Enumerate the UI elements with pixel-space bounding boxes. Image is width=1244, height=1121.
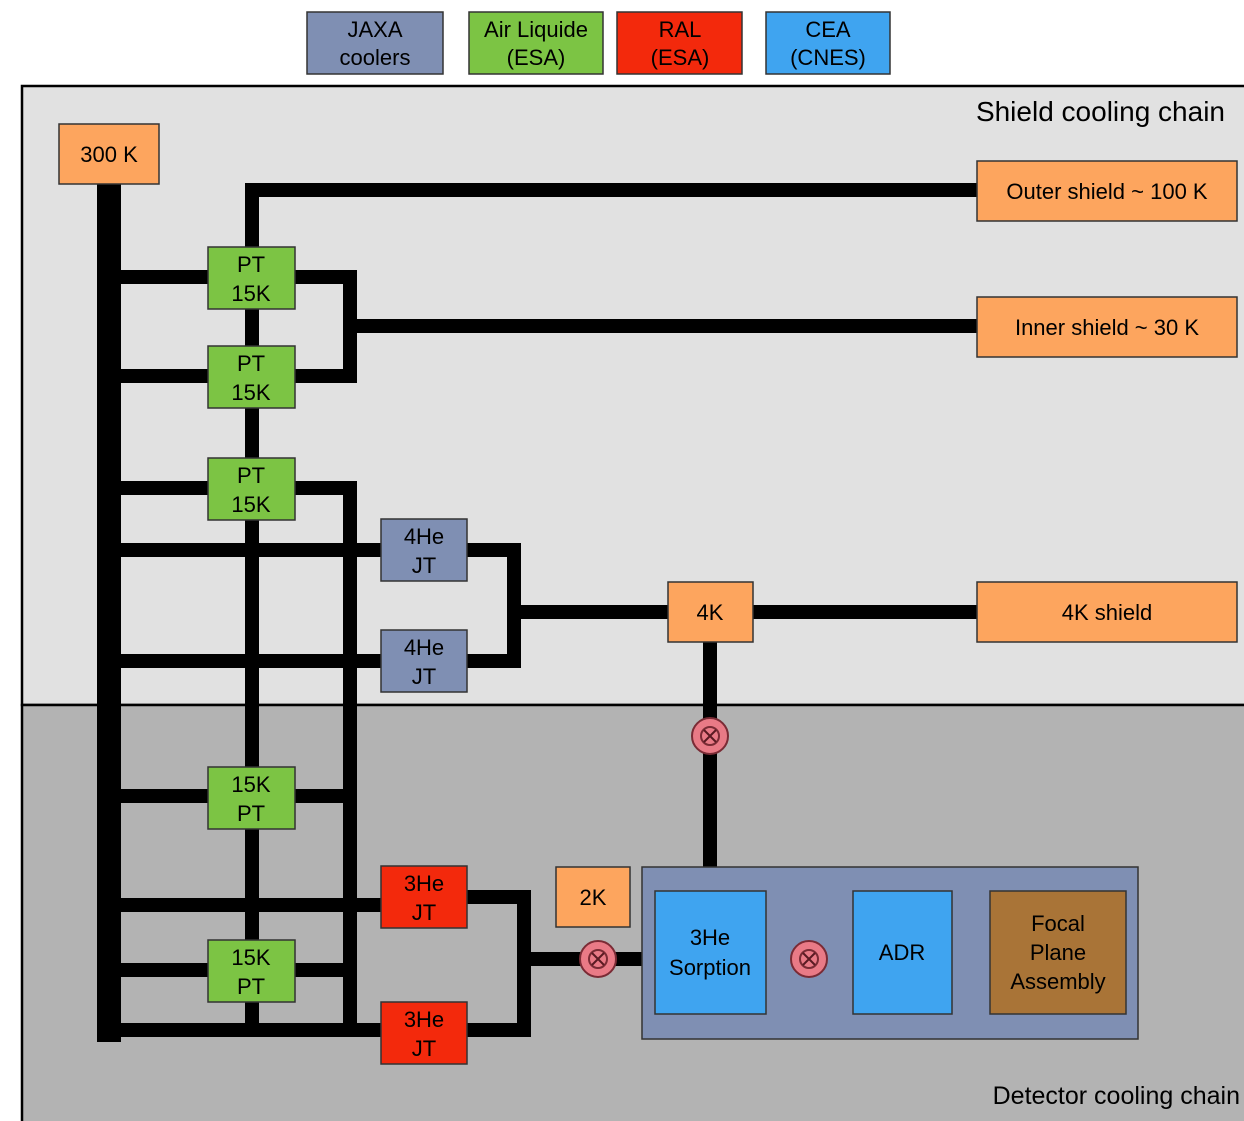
he4-jt-2-line1: 4He	[404, 635, 444, 660]
legend-airliquide-line1: Air Liquide	[484, 17, 588, 42]
node-300k: 300 K	[58, 123, 160, 185]
he3-jt-2: 3He JT	[380, 1001, 468, 1065]
legend-cea: CEA (CNES)	[765, 11, 891, 75]
pt-cooler-5-line2: PT	[237, 974, 265, 999]
pt-cooler-4-line2: PT	[237, 801, 265, 826]
pt-cooler-3: PT 15K	[207, 457, 296, 521]
node-2k: 2K	[555, 866, 631, 928]
fpa-line3: Assembly	[1010, 969, 1105, 994]
legend-airliquide-line2: (ESA)	[507, 45, 566, 70]
he3-sorption: 3He Sorption	[654, 890, 767, 1015]
adr: ADR	[852, 890, 953, 1015]
node-4k-shield-label: 4K shield	[1062, 600, 1153, 625]
node-4k-label: 4K	[697, 600, 724, 625]
pt-cooler-5-line1: 15K	[231, 945, 270, 970]
pt-cooler-2: PT 15K	[207, 345, 296, 409]
pt-cooler-3-line1: PT	[237, 463, 265, 488]
fpa-line2: Plane	[1030, 940, 1086, 965]
he3-jt-2-line2: JT	[412, 1036, 436, 1061]
he3-sorption-line2: Sorption	[669, 955, 751, 980]
he3-jt-1: 3He JT	[380, 865, 468, 929]
node-2k-label: 2K	[580, 885, 607, 910]
node-300k-label: 300 K	[80, 142, 138, 167]
pt-cooler-2-line1: PT	[237, 351, 265, 376]
pt-cooler-3-line2: 15K	[231, 492, 270, 517]
pt-cooler-1: PT 15K	[207, 246, 296, 310]
he4-jt-1-line2: JT	[412, 553, 436, 578]
legend-jaxa-line2: coolers	[340, 45, 411, 70]
heat-switch-adr	[790, 940, 828, 978]
node-outer-shield-label: Outer shield ~ 100 K	[1006, 179, 1208, 204]
pt-cooler-5: 15K PT	[207, 939, 296, 1003]
he3-jt-1-line2: JT	[412, 900, 436, 925]
pt-cooler-2-line2: 15K	[231, 380, 270, 405]
he4-jt-2: 4He JT	[380, 629, 468, 693]
pt-cooler-4-line1: 15K	[231, 772, 270, 797]
legend-cea-line1: CEA	[805, 17, 851, 42]
focal-plane-assembly: Focal Plane Assembly	[989, 890, 1127, 1015]
node-outer-shield: Outer shield ~ 100 K	[976, 160, 1238, 222]
shield-chain-label: Shield cooling chain	[976, 96, 1225, 127]
legend-cea-line2: (CNES)	[790, 45, 866, 70]
legend-airliquide: Air Liquide (ESA)	[468, 11, 604, 75]
connection-lines	[97, 173, 997, 1042]
node-inner-shield-label: Inner shield ~ 30 K	[1015, 315, 1199, 340]
he4-jt-1-line1: 4He	[404, 524, 444, 549]
fpa-line1: Focal	[1031, 911, 1085, 936]
he3-jt-2-line1: 3He	[404, 1007, 444, 1032]
legend-jaxa: JAXA coolers	[306, 11, 444, 75]
he3-sorption-line1: 3He	[690, 925, 730, 950]
adr-label: ADR	[879, 940, 925, 965]
pt-cooler-4: 15K PT	[207, 766, 296, 830]
heat-switch-4k	[691, 717, 729, 755]
legend-ral-line2: (ESA)	[651, 45, 710, 70]
he4-jt-2-line2: JT	[412, 664, 436, 689]
pt-cooler-1-line1: PT	[237, 252, 265, 277]
he4-jt-1: 4He JT	[380, 518, 468, 582]
legend-jaxa-line1: JAXA	[347, 17, 402, 42]
he3-jt-1-line1: 3He	[404, 871, 444, 896]
legend-ral: RAL (ESA)	[616, 11, 743, 75]
legend-ral-line1: RAL	[659, 17, 702, 42]
node-inner-shield: Inner shield ~ 30 K	[976, 296, 1238, 358]
node-4k: 4K	[667, 581, 754, 643]
pt-cooler-1-line2: 15K	[231, 281, 270, 306]
detector-chain-label: Detector cooling chain	[993, 1082, 1240, 1110]
node-4k-shield: 4K shield	[976, 581, 1238, 643]
heat-switch-2k	[579, 940, 617, 978]
